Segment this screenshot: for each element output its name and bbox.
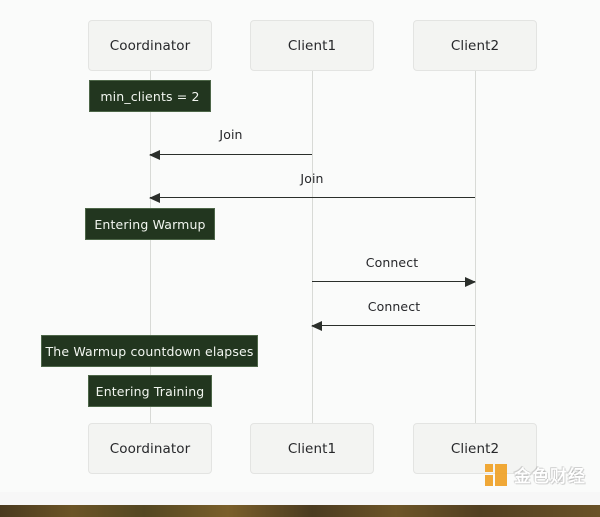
- message-label-connect-1: Connect: [365, 255, 419, 270]
- note-warmup-countdown: The Warmup countdown elapses: [41, 335, 258, 367]
- participant-client1-bottom[interactable]: Client1: [250, 423, 374, 474]
- note-entering-training: Entering Training: [88, 375, 212, 407]
- jinse-logo-icon: [485, 463, 507, 486]
- participant-label: Client1: [287, 37, 337, 54]
- participant-coordinator-top[interactable]: Coordinator: [88, 20, 212, 71]
- message-arrow-connect-2: [311, 321, 475, 331]
- note-min-clients: min_clients = 2: [89, 80, 211, 112]
- message-arrow-join-1: [149, 150, 312, 160]
- message-arrow-connect-1: [312, 277, 476, 287]
- arrowhead-left-icon: [149, 150, 160, 160]
- participant-label: Coordinator: [109, 37, 191, 54]
- participant-client2-top[interactable]: Client2: [413, 20, 537, 71]
- arrowhead-right-icon: [465, 277, 476, 287]
- participant-client1-top[interactable]: Client1: [250, 20, 374, 71]
- message-label-join-2: Join: [300, 171, 324, 186]
- message-label-connect-2: Connect: [367, 299, 421, 314]
- participant-label: Coordinator: [109, 440, 191, 457]
- note-entering-warmup: Entering Warmup: [85, 208, 215, 240]
- message-arrow-join-2: [149, 193, 475, 203]
- sequence-diagram: Coordinator Client1 Client2 min_clients …: [41, 20, 537, 474]
- page-bottom-fade: [0, 492, 600, 505]
- arrowhead-left-icon: [311, 321, 322, 331]
- participant-label: Client2: [450, 37, 500, 54]
- participant-client2-bottom[interactable]: Client2: [413, 423, 537, 474]
- lifeline-coordinator: [150, 71, 151, 423]
- note-text: The Warmup countdown elapses: [45, 343, 254, 359]
- participant-coordinator-bottom[interactable]: Coordinator: [88, 423, 212, 474]
- page-bottom-strip: [0, 505, 600, 517]
- watermark-text: 金色财经: [514, 467, 586, 487]
- arrowhead-left-icon: [149, 193, 160, 203]
- participant-label: Client2: [450, 440, 500, 457]
- message-label-join-1: Join: [219, 127, 243, 142]
- note-text: min_clients = 2: [100, 88, 200, 104]
- note-text: Entering Training: [95, 383, 205, 399]
- lifeline-client2: [475, 71, 476, 423]
- watermark: 金色财经: [485, 462, 586, 487]
- participant-label: Client1: [287, 440, 337, 457]
- note-text: Entering Warmup: [94, 216, 206, 232]
- lifeline-client1: [312, 71, 313, 423]
